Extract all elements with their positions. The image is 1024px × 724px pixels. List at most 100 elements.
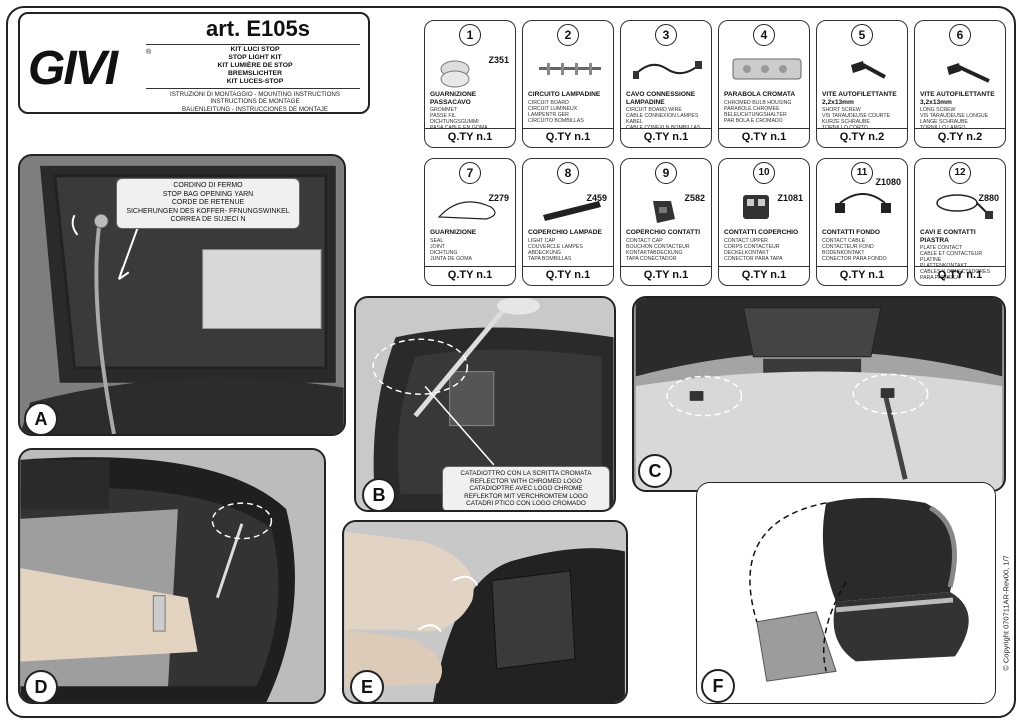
part-number: 2 [557, 24, 579, 46]
panel-d-label: D [24, 670, 58, 702]
panel-c: C [632, 296, 1006, 492]
part-code: Z1080 [875, 177, 901, 187]
part-illustration [947, 63, 990, 83]
part-illustration [732, 58, 802, 80]
part-name: COPERCHIO LAMPADE [528, 229, 602, 236]
part-illustration [543, 201, 601, 221]
panel-e-label: E [350, 670, 384, 702]
part-number: 3 [655, 24, 677, 46]
svg-text:®: ® [146, 48, 152, 56]
part-number: 12 [949, 162, 971, 184]
part-name: VITE AUTOFILETTANTE 2,2x13mm [822, 91, 897, 106]
part-name: CIRCUITO LAMPADINE [528, 91, 601, 98]
instruction-sheet [6, 6, 1016, 718]
part-quantity: Q.TY n.1 [425, 266, 515, 283]
part-code: Z459 [586, 193, 607, 203]
panel-c-label: C [638, 454, 672, 488]
part-code: Z279 [488, 193, 509, 203]
title-box: GIVI ® art. E105s KIT LUCI STOP STOP LIG… [18, 12, 370, 114]
kit-names: KIT LUCI STOP STOP LIGHT KIT KIT LUMIÈRE… [217, 46, 293, 85]
divider [146, 88, 360, 89]
part-number: 4 [753, 24, 775, 46]
panel-e: E [342, 520, 628, 704]
article-title: art. E105s [206, 16, 310, 41]
part-quantity: Q.TY n.1 [523, 266, 613, 283]
panel-f-illustration [697, 483, 995, 703]
panel-b-callout: CATADIOTTRO CON LA SCRITTA CROMATA REFLE… [442, 466, 610, 510]
part-illustration [743, 195, 769, 219]
part-quantity: Q.TY n.1 [621, 266, 711, 283]
part-name: CONTATTI COPERCHIO [724, 229, 799, 236]
part-number: 1 [459, 24, 481, 46]
part-quantity: Q.TY n.1 [719, 266, 809, 283]
copyright: © Copyright 070711AR-Rev00, 1/7 [1001, 554, 1011, 671]
part-illustration [440, 60, 470, 88]
part-number: 10 [753, 162, 775, 184]
panel-b-label: B [362, 478, 396, 510]
part-name: COPERCHIO CONTATTI [626, 229, 701, 236]
part-number: 5 [851, 24, 873, 46]
part-quantity: Q.TY n.1 [425, 128, 515, 145]
part-name: CONTATTI FONDO [822, 229, 880, 236]
panel-c-illustration [635, 298, 1003, 490]
givi-logo: GIVI ® [28, 42, 152, 92]
part-number: 11 [851, 162, 873, 184]
part-name: CAVI E CONTATTI PIASTRA [920, 229, 976, 244]
part-name: PARABOLA CROMATA [724, 91, 796, 98]
panel-a: CORDINO DI FERMO STOP BAG OPENING YARN C… [18, 154, 346, 436]
panel-f-label: F [701, 669, 735, 703]
part-code: Z1081 [777, 193, 803, 203]
part-illustration [633, 61, 702, 79]
brand-text: GIVI [28, 42, 120, 92]
part-quantity: Q.TY n.1 [915, 266, 1005, 283]
panel-d: D [18, 448, 326, 704]
part-quantity: Q.TY n.1 [523, 128, 613, 145]
part-name: GUARNIZIONE [430, 229, 477, 236]
part-quantity: Q.TY n.1 [719, 128, 809, 145]
panel-a-label: A [24, 402, 58, 434]
part-code: Z351 [488, 55, 509, 65]
panel-a-callout: CORDINO DI FERMO STOP BAG OPENING YARN C… [116, 178, 300, 229]
panel-b: CATADIOTTRO CON LA SCRITTA CROMATA REFLE… [354, 296, 616, 512]
part-name: CAVO CONNESSIONE LAMPADINE [626, 91, 696, 106]
divider [146, 44, 360, 45]
part-illustration [437, 201, 496, 220]
part-quantity: Q.TY n.2 [817, 128, 907, 145]
instruction-titles: ISTRUZIONI DI MONTAGGIO - MOUNTING INSTR… [169, 91, 341, 113]
part-illustration [835, 193, 891, 213]
part-name: VITE AUTOFILETTANTE 3,2x13mm [920, 91, 995, 106]
part-quantity: Q.TY n.2 [915, 128, 1005, 145]
part-illustration [653, 201, 675, 223]
part-illustration [539, 63, 601, 75]
part-number: 8 [557, 162, 579, 184]
part-name: GUARNIZIONE PASSACAVO [430, 91, 477, 106]
panel-e-illustration [345, 522, 625, 702]
part-illustration [936, 194, 993, 219]
part-quantity: Q.TY n.1 [817, 266, 907, 283]
part-number: 9 [655, 162, 677, 184]
panel-f: F [696, 482, 996, 704]
panel-d-illustration [20, 450, 324, 702]
part-illustration [851, 61, 886, 79]
part-code: Z880 [978, 193, 999, 203]
part-number: 6 [949, 24, 971, 46]
